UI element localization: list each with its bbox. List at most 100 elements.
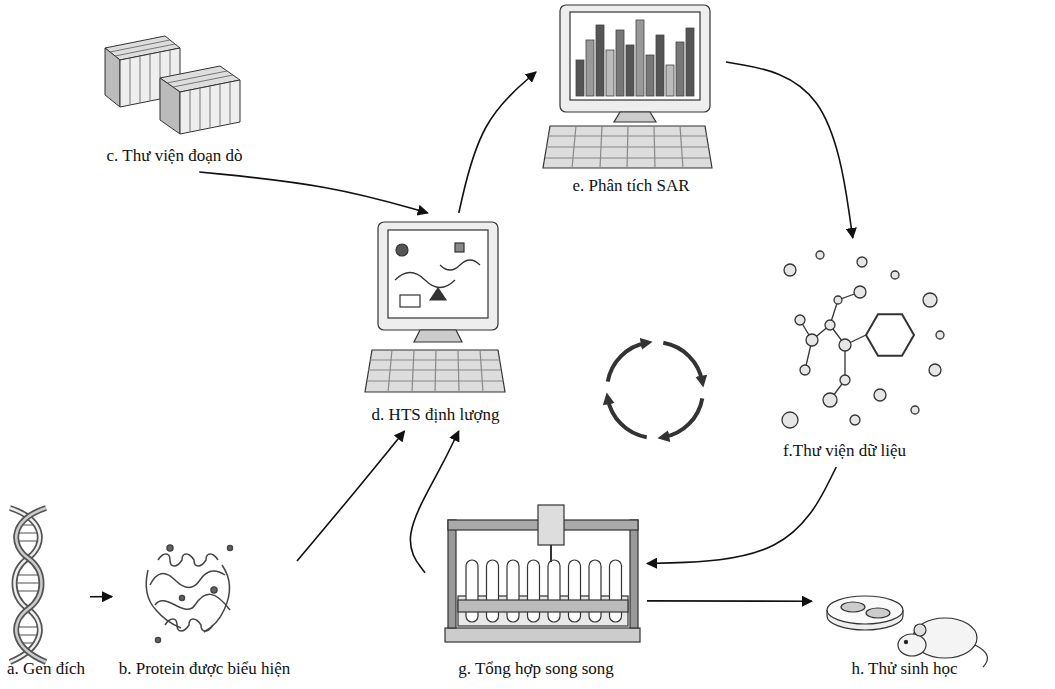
computer-hts-part [440,260,480,270]
protein-figure-part [165,619,213,631]
protein-figure [146,545,232,643]
computer-hts-part-part [412,350,414,392]
computer-sar-part-part [686,28,694,96]
tube-racks-part-part [230,82,231,124]
node-caption: e. Phân tích SAR [572,176,689,196]
protein-figure-part [228,546,233,551]
synthesizer-part [458,596,628,626]
molecule-cloud-part-part [874,389,886,401]
molecule-cloud-part-part [834,296,842,304]
computer-sar-part-part [576,60,584,96]
computer-hts-part [455,243,464,252]
connector-arrow [647,600,812,602]
protein-figure-part [146,570,181,628]
synthesizer-part-part [569,560,581,622]
tube-racks-part-part [167,71,227,83]
computer-sar-part-part [606,50,614,96]
computer-sar-part [614,112,656,122]
dna-helix-part-part [14,582,42,584]
molecule-cloud-part-part [825,320,835,330]
protein-figure-part [158,554,218,566]
protein-figure-part [180,596,185,601]
molecule-cloud-part-part [923,293,937,307]
illustration-node: b. Protein được biểu hiện [112,530,297,685]
node-caption: h. Thử sinh học [851,659,957,679]
computer-sar-part-part [572,126,576,168]
computer-hts-part [414,330,462,342]
synthesizer-part-part [610,560,622,622]
computer-sar-part-part [636,20,644,96]
tube-racks-part-part [220,84,221,126]
computer-sar-part [570,12,700,100]
dna-helix-part-part [18,540,38,542]
molecule-cloud-part-part [806,334,818,346]
dna-helix-part-part [18,626,38,628]
computer-sar-part-part [600,126,602,168]
computer-hts-part-part [458,350,459,392]
caption-group: b. Protein được biểu hiện [112,659,297,679]
node-caption: d. HTS định lượng [372,405,500,425]
synthesizer-part-part [466,560,478,622]
molecule-cloud-part-part [830,345,845,400]
molecule-cloud-part-part [830,292,860,325]
computer-sar-part-part [646,55,654,96]
dna-helix-part-part [18,574,38,576]
molecule-cloud-part-part [800,320,866,345]
molecule-cloud-part-part [795,315,805,325]
molecule-cloud-part-part [784,264,796,276]
molecule-cloud-part [800,292,914,400]
computer-hts-part [367,350,503,392]
synthesizer-part [445,628,640,642]
synthesizer-part [550,545,552,562]
molecule-cloud-part-part [850,415,860,425]
tube-racks-part-part [110,40,170,52]
connector-arrow [297,431,405,561]
caption-group: c. Thư viện đoạn dò [92,146,257,166]
computer-sar-part-part [654,126,655,168]
dna-helix-part [16,508,46,662]
molecule-cloud-part-part [866,314,914,356]
synthesizer-part-part [487,560,499,622]
tube-racks-part [180,80,240,134]
computer-sar-part [560,5,710,112]
computer-sar-part-part [680,126,683,168]
molecule-cloud-part-part [854,286,866,298]
caption-group: a. Gen đích [2,659,90,679]
computer-hts-part-part [435,350,436,392]
computer-sar-part-part [627,126,628,168]
molecule-cloud-part-part [911,406,919,414]
node-caption: f.Thư viện dữ liệu [783,441,906,461]
connector-arrow [199,172,428,213]
illustration-node: d. HTS định lượng [358,213,513,431]
synthesizer-part [466,560,622,622]
tube-racks-part-part [115,44,175,56]
caption-group: e. Phân tích SAR [536,176,726,196]
bioassay-figure-part [904,640,907,643]
connector-arrow [726,62,853,238]
tube-racks-part-part [210,86,211,128]
computer-hts-part [388,230,488,318]
bioassay-figure-part [898,634,926,656]
computer-hts-part [400,295,420,307]
computer-sar [543,5,712,168]
tube-racks-part-part [190,90,191,132]
bioassay-figure-part [914,624,926,636]
tube-racks-part-part [173,75,233,87]
synthesizer-part-part [507,560,519,622]
synthesizer-part [458,600,628,612]
protein-figure-part [150,571,225,588]
computer-sar-part [545,126,710,168]
computer-sar-part-part [676,42,684,96]
computer-sar-part-part [616,30,624,96]
molecule-cloud-part-part [936,331,944,339]
protein-figure-part [156,638,161,643]
protein-figure-part [204,565,230,632]
molecule-cloud-part [782,251,944,428]
computer-sar-part-part [626,45,634,96]
dna-helix-part-part [18,590,38,592]
synthesizer-part-part [528,560,540,622]
illustration-node: h. Thử sinh học [812,560,997,685]
